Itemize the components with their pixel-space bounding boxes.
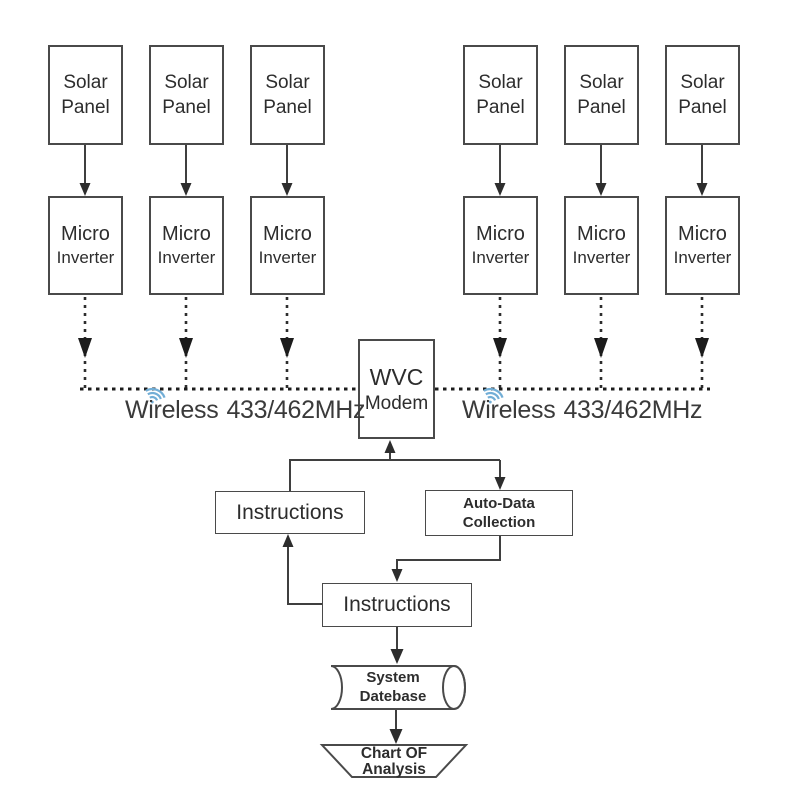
auto-data-collection-node: Auto-Data Collection [425, 490, 573, 536]
chart-of-analysis-node: Chart OF Analysis [322, 746, 466, 778]
node-label: Datebase [359, 688, 427, 705]
wireless-frequency: 433/462MHz [226, 396, 366, 424]
wireless-word: Wireless [125, 396, 219, 424]
inverter-wireless-arrows [78, 297, 709, 389]
micro-inverter-node: Micro Inverter [665, 196, 740, 295]
solar-panel-node: Solar Panel [463, 45, 538, 145]
node-label: Instructions [236, 500, 344, 524]
instructions-upper-node: Instructions [215, 491, 365, 534]
node-label: Inverter [258, 248, 317, 267]
node-label: Panel [476, 97, 525, 118]
solar-panel-node: Solar Panel [48, 45, 123, 145]
node-label: WVC [369, 363, 424, 390]
micro-inverter-node: Micro Inverter [48, 196, 123, 295]
node-label: Inverter [673, 248, 732, 267]
wireless-frequency: 433/462MHz [563, 396, 703, 424]
node-label: Inverter [572, 248, 631, 267]
wifi-icon [145, 388, 166, 404]
instructions-to-bus-line [289, 459, 500, 491]
node-label: Micro [162, 223, 211, 245]
node-label: Solar [579, 72, 624, 93]
solar-panel-node: Solar Panel [665, 45, 740, 145]
node-label: Modem [364, 392, 429, 414]
micro-inverter-node: Micro Inverter [564, 196, 639, 295]
node-label: Solar [680, 72, 725, 93]
node-label: Micro [61, 223, 110, 245]
node-label: Auto-Data [463, 495, 535, 512]
node-label: Panel [263, 97, 312, 118]
instructions-lower-node: Instructions [322, 583, 472, 627]
autodata-to-instructions-line [396, 536, 501, 570]
instructions-feedback-line [287, 547, 322, 605]
chart-trapezoid [319, 744, 469, 778]
node-label: System [366, 669, 420, 686]
node-label: Micro [263, 223, 312, 245]
node-label: Panel [678, 97, 727, 118]
node-label: Solar [265, 72, 310, 93]
node-label: Solar [478, 72, 523, 93]
micro-inverter-node: Micro Inverter [250, 196, 325, 295]
node-label: Panel [61, 97, 110, 118]
wifi-icon [483, 388, 504, 404]
flow-arrowheads [282, 440, 506, 744]
node-label: Collection [462, 514, 536, 531]
node-label: Panel [577, 97, 626, 118]
node-label: Inverter [56, 248, 115, 267]
database-cylinder [330, 665, 466, 710]
node-label: Solar [164, 72, 209, 93]
wvc-modem-node: WVC Modem [358, 339, 435, 439]
node-label: Analysis [362, 761, 426, 778]
node-label: Micro [577, 223, 626, 245]
panel-to-inverter-arrows [79, 145, 708, 196]
solar-panel-node: Solar Panel [564, 45, 639, 145]
node-label: Micro [476, 223, 525, 245]
solar-panel-node: Solar Panel [250, 45, 325, 145]
micro-inverter-node: Micro Inverter [149, 196, 224, 295]
flow-connectors [287, 452, 501, 730]
wireless-word: Wireless [462, 396, 556, 424]
node-label: Chart OF [360, 745, 428, 762]
system-database-node: System Datebase [331, 666, 455, 708]
micro-inverter-node: Micro Inverter [463, 196, 538, 295]
node-label: Panel [162, 97, 211, 118]
node-label: Inverter [157, 248, 216, 267]
node-label: Inverter [471, 248, 530, 267]
node-label: Instructions [343, 593, 451, 616]
node-label: Solar [63, 72, 108, 93]
solar-panel-node: Solar Panel [149, 45, 224, 145]
node-label: Micro [678, 223, 727, 245]
